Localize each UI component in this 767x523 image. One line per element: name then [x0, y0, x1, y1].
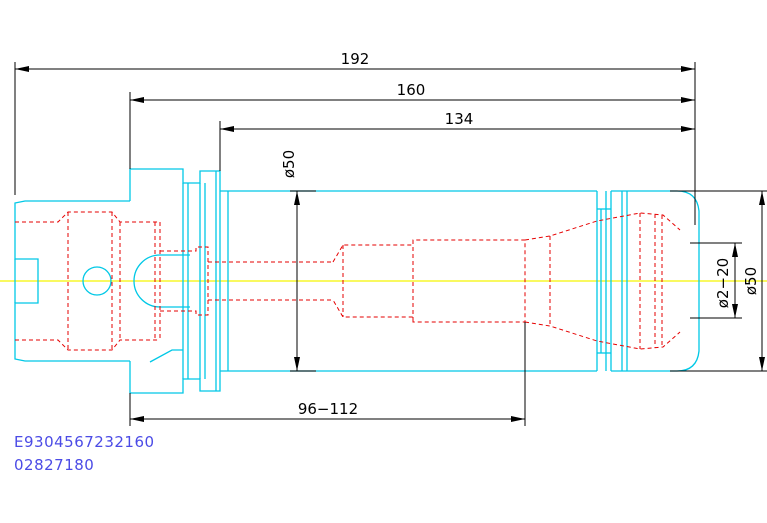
dim-96-112-label: 96−112 [298, 400, 358, 418]
part-code-line-2: 02827180 [14, 456, 95, 474]
dim-160-label: 160 [397, 81, 426, 99]
dim-134-label: 134 [445, 110, 474, 128]
dim-insert-length: 96−112 [129, 322, 526, 426]
dim-shank-diameter: ø50 [280, 150, 316, 372]
dim-clamping-range: ø2−20 [690, 242, 742, 319]
dim-nut-diameter: ø50 [670, 190, 767, 372]
shank-outline [14, 200, 130, 362]
flange-outline [129, 168, 221, 394]
dim-192-label: 192 [341, 50, 370, 68]
part-code-line-1: E9304567232160 [14, 433, 155, 451]
hidden-lines [15, 211, 681, 351]
dim-shank-diameter-label: ø50 [280, 150, 298, 178]
body-outline [219, 190, 597, 372]
collet-nut-outline [596, 190, 700, 372]
dim-gauge-length: 160 [129, 81, 695, 169]
dim-body-length: 134 [219, 110, 695, 171]
dim-nut-diameter-label: ø50 [742, 267, 760, 295]
dim-overall-length: 192 [14, 50, 696, 225]
dim-clamping-range-label: ø2−20 [714, 258, 732, 308]
